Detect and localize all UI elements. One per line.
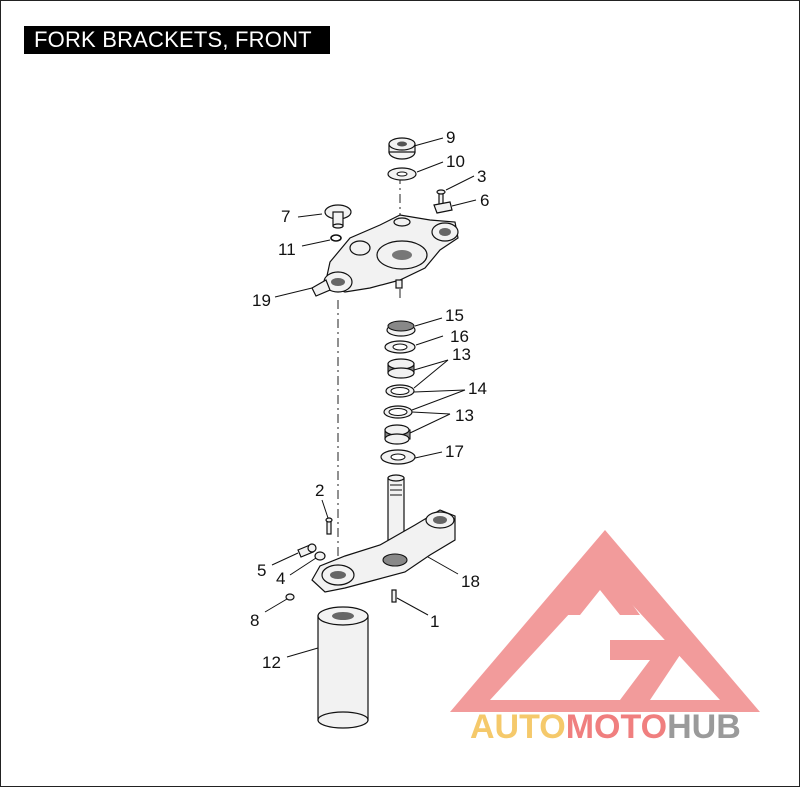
part-washer-8 [285,593,295,601]
part-seal-17 [380,449,416,465]
watermark-logo [450,530,760,712]
callout-11: 11 [278,240,296,259]
part-bearing-13-lower [384,424,411,445]
part-nut [388,137,416,160]
callout-labels: 9 10 3 6 7 11 19 15 16 13 14 13 17 2 5 4… [250,128,489,672]
callout-13-upper: 13 [452,345,471,364]
callout-5: 5 [257,561,266,580]
part-upper-fork-bracket [311,214,459,297]
part-nut-4 [314,551,326,561]
part-ring-16 [384,340,416,354]
part-race-14-upper [385,384,415,398]
leader-lines [264,137,477,658]
part-screw-small [436,189,446,206]
callout-2: 2 [315,481,324,500]
callout-4: 4 [276,569,285,588]
callout-14: 14 [468,379,487,398]
watermark-auto: AUTO [470,708,566,746]
callout-6: 6 [480,191,489,210]
callout-8: 8 [250,611,259,630]
callout-19: 19 [252,291,271,310]
callout-10: 10 [446,152,465,171]
part-bearing-15 [386,320,416,337]
callout-3: 3 [477,167,486,186]
callout-1: 1 [430,612,439,631]
svg-text:AUTOMOTOHUB: AUTOMOTOHUB [470,708,741,746]
part-lower-fork-bracket [311,474,456,593]
part-fork-tube-cover [317,606,369,729]
callout-13-lower: 13 [455,406,474,425]
watermark-moto: MOTO [566,708,667,746]
part-bearing-13-upper [387,358,415,379]
callout-7: 7 [281,207,290,226]
part-screw-2 [325,517,333,535]
logo-g-mark [610,640,690,700]
diagram-title: FORK BRACKETS, FRONT [24,26,330,54]
part-bolt-5 [297,543,317,558]
part-knob [324,204,352,229]
part-o-ring [330,234,342,242]
callout-17: 17 [445,442,464,461]
callout-12: 12 [262,653,281,672]
part-race-14-lower [383,405,413,419]
callout-9: 9 [446,128,455,147]
part-clip [433,201,453,214]
part-washer [387,167,417,181]
watermark-hub: HUB [667,708,741,746]
callout-15: 15 [445,306,464,325]
callout-16: 16 [450,327,469,346]
part-pin-1 [391,589,397,603]
callout-18: 18 [461,572,480,591]
logo-m-mark [560,560,640,615]
